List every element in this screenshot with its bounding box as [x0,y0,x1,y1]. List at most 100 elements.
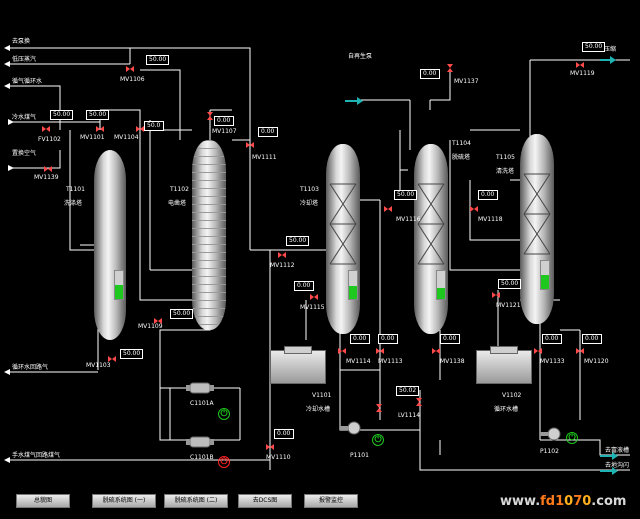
valve-readout: 0.00 [440,334,460,344]
tank-name: 循环水槽 [494,406,519,413]
power-icon[interactable]: ⏻ [566,432,578,444]
tower-tag: T1101 [66,186,85,193]
tank-v1101[interactable] [270,350,326,384]
valve-readout: 0.00 [542,334,562,344]
tank-tag: V1101 [312,392,332,399]
control-valve-icon[interactable] [126,66,134,72]
valve-readout: 50.00 [120,349,144,359]
nav-button-system-2[interactable]: 脱硫系统图 (二) [164,494,228,508]
watermark: www.fd1070.com [500,494,627,509]
tower-name: 清洗塔 [496,168,515,175]
control-valve-icon[interactable] [278,252,286,258]
outlet-label: 手水煤气回路煤气 [12,452,61,459]
outlet-label: 循气循环水 [12,78,43,85]
inlet-label: 自再生泵 [348,53,373,60]
power-icon[interactable]: ⏻ [218,408,230,420]
valve-readout: 0.00 [274,429,294,439]
outlet-label: 低压蒸汽 [12,56,37,63]
control-valve-icon[interactable] [376,348,384,354]
pump-tag: P1101 [350,452,369,459]
outlet-label: 去地沟闪 [605,462,630,469]
valve-tag: MV1106 [120,76,145,83]
valve-readout: 0.00 [258,127,278,137]
control-valve-icon[interactable] [310,294,318,300]
valve-tag: MV1111 [252,154,277,161]
valve-readout: 0.00 [378,334,398,344]
valve-readout: 0.00 [350,334,370,344]
valve-readout: 0.00 [478,190,498,200]
tower-t1104[interactable] [414,144,448,334]
valve-readout: 50.02 [396,386,420,396]
tower-tag: T1103 [300,186,319,193]
control-valve-icon[interactable] [432,348,440,354]
tower-name: 洗涤塔 [64,200,83,207]
control-valve-icon[interactable] [416,398,422,406]
control-valve-icon[interactable] [576,348,584,354]
valve-readout: 50.0 [144,121,164,131]
power-icon[interactable]: ⏻ [372,434,384,446]
tower-t1105[interactable] [520,134,554,324]
power-icon[interactable]: ⏻ [218,456,230,468]
tower-t1101[interactable] [94,150,126,340]
valve-tag: FV1102 [38,136,61,143]
control-valve-icon[interactable] [576,62,584,68]
tank-name: 冷却水槽 [306,406,331,413]
valve-tag: MV1107 [212,128,237,135]
control-valve-icon[interactable] [207,112,213,120]
control-valve-icon[interactable] [44,166,52,172]
control-valve-icon[interactable] [136,126,144,132]
tower-tag: T1105 [496,154,515,161]
valve-tag: MV1115 [300,304,325,311]
nav-button-system-1[interactable]: 脱硫系统图 (一) [92,494,156,508]
pump-p1101[interactable] [340,420,368,435]
valve-readout: 0.00 [214,116,234,126]
control-valve-icon[interactable] [42,126,50,132]
valve-tag: MV1113 [378,358,403,365]
control-valve-icon[interactable] [492,292,500,298]
tower-tag: T1104 [452,140,471,147]
tank-v1102[interactable] [476,350,532,384]
nav-button-dcs[interactable]: 去DCS图 [238,494,292,508]
control-valve-icon[interactable] [470,206,478,212]
valve-tag: MV1109 [138,323,163,330]
tower-name: 冷却塔 [300,200,319,207]
valve-tag: MV1116 [396,216,421,223]
control-valve-icon[interactable] [246,142,254,148]
level-gauge-t1104 [436,270,446,300]
valve-readout: 50.00 [170,309,194,319]
level-gauge-t1103 [348,270,358,300]
compressor-c1101b[interactable] [186,434,214,448]
tower-name: 脱硫塔 [452,154,471,161]
control-valve-icon[interactable] [154,318,162,324]
outlet-label: 循环水回路气 [12,364,49,371]
compressor-c1101a[interactable] [186,380,214,394]
control-valve-icon[interactable] [534,348,542,354]
valve-readout: 50.00 [582,42,606,52]
control-valve-icon[interactable] [108,356,116,362]
valve-tag: MV1138 [440,358,465,365]
nav-button-alarm[interactable]: 报警监控 [304,494,358,508]
outlet-label: 去富液槽 [605,447,630,454]
control-valve-icon[interactable] [266,444,274,450]
valve-tag: LV1114 [398,412,421,419]
control-valve-icon[interactable] [338,348,346,354]
nav-button-overview[interactable]: 总貌图 [16,494,70,508]
valve-tag: MV1112 [270,262,295,269]
tank-tag: V1102 [502,392,522,399]
control-valve-icon[interactable] [447,64,453,72]
tank-v1102-top [490,346,518,354]
valve-readout: 50.00 [394,190,418,200]
valve-tag: MV1101 [80,134,105,141]
control-valve-icon[interactable] [376,404,382,412]
valve-tag: MV1104 [114,134,139,141]
valve-tag: MV1110 [266,454,291,461]
pump-p1102[interactable] [540,426,568,441]
tower-t1103[interactable] [326,144,360,334]
tower-t1102[interactable] [192,140,226,330]
control-valve-icon[interactable] [384,206,392,212]
control-valve-icon[interactable] [96,126,104,132]
valve-tag: MV1137 [454,78,479,85]
valve-readout: 50.00 [286,236,310,246]
level-gauge-t1105 [540,260,550,290]
